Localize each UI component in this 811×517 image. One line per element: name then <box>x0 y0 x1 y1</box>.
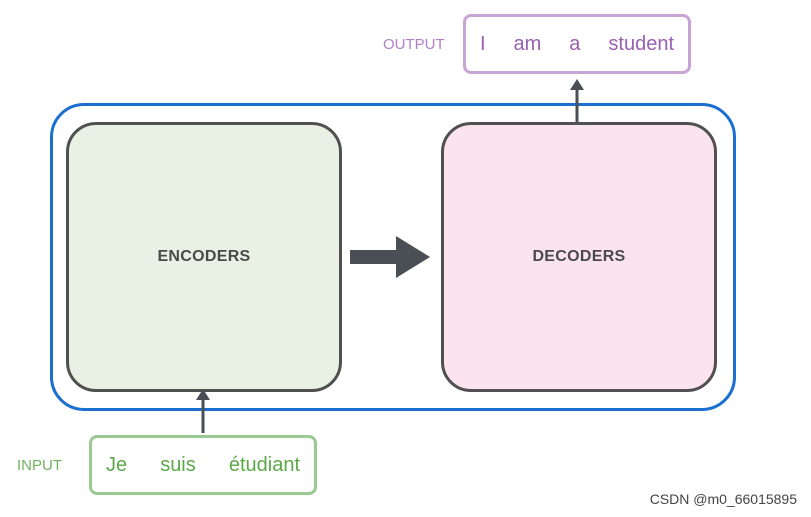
watermark: CSDN @m0_66015895 <box>649 491 797 507</box>
input-token: suis <box>160 453 196 476</box>
output-label: OUTPUT <box>383 36 445 53</box>
encoders-label: ENCODERS <box>157 248 251 265</box>
output-tokens-box: I am a student <box>463 14 691 74</box>
transformer-container <box>50 103 736 411</box>
output-token: student <box>608 32 674 55</box>
decoder-to-output-arrow <box>570 79 584 122</box>
output-token: a <box>569 32 581 55</box>
input-tokens-box: Je suis étudiant <box>89 435 317 495</box>
input-token: Je <box>106 453 128 476</box>
decoders-label: DECODERS <box>532 248 626 265</box>
output-token: I <box>480 32 486 55</box>
encoder-to-decoder-arrow <box>350 236 430 278</box>
encoders-box: ENCODERS <box>66 122 342 392</box>
decoders-box: DECODERS <box>441 122 717 392</box>
input-to-encoder-arrow <box>196 389 210 433</box>
input-label: INPUT <box>17 457 62 474</box>
input-token: étudiant <box>228 453 300 476</box>
output-token: am <box>513 32 542 55</box>
